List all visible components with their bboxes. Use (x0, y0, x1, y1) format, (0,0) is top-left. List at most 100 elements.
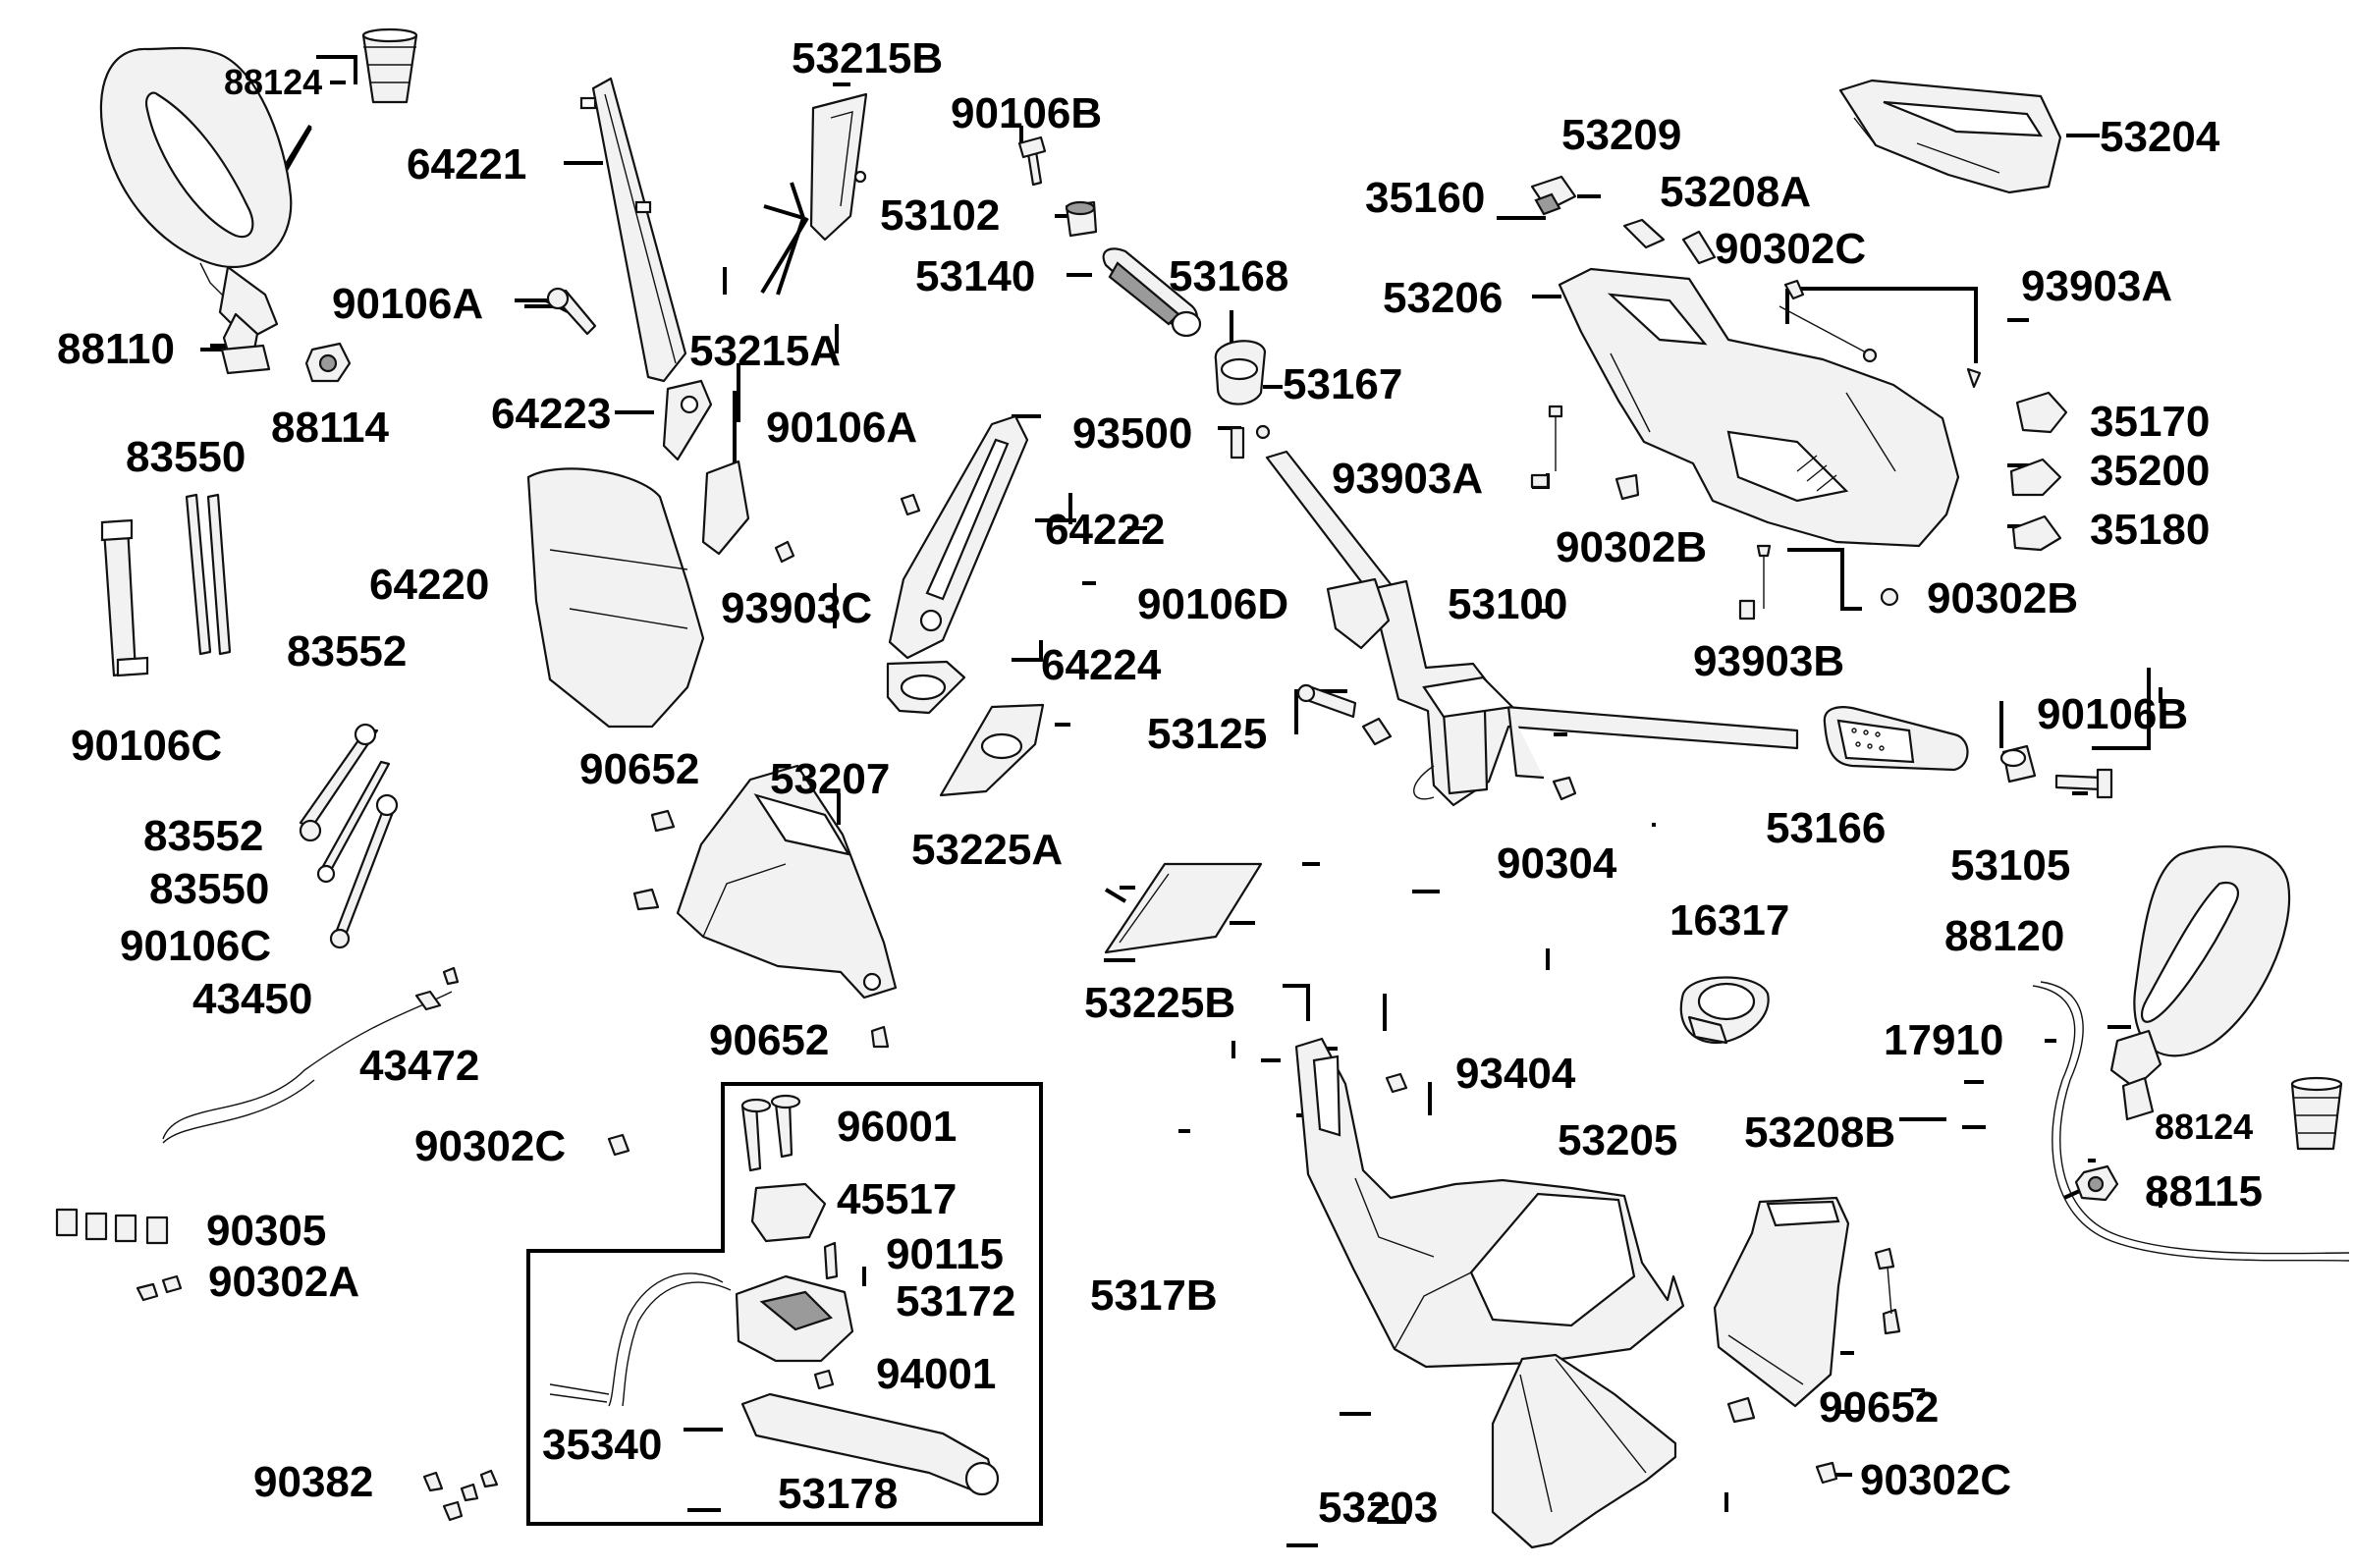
part-label-53167: 53167 (1283, 360, 1403, 408)
windscreen-64220-drawing (526, 467, 705, 729)
rear-cover-53206-drawing (1558, 267, 1960, 548)
part-label-53215B: 53215B (792, 34, 944, 82)
part-label-90302B-right: 90302B (1927, 574, 2079, 622)
screw-90302C-mid-drawing (607, 1133, 630, 1157)
part-label-88114: 88114 (271, 404, 389, 452)
part-label-90304: 90304 (1497, 839, 1617, 888)
part-label-53207: 53207 (770, 755, 891, 803)
part-label-53225B: 53225B (1084, 979, 1236, 1027)
part-label-53172: 53172 (896, 1277, 1016, 1325)
bush-53102-drawing (1065, 200, 1098, 238)
cover-53225A-drawing (939, 703, 1045, 797)
bolt-90106B-drawing (1017, 135, 1047, 187)
part-label-90106C-top: 90106C (71, 722, 223, 770)
screws-90652-drawing (632, 809, 890, 1049)
part-label-90106A-left: 90106A (332, 280, 484, 328)
rods-83550-drawing (100, 493, 232, 677)
screw-90302C-bottom-drawing (1815, 1461, 1838, 1485)
bush-53105-drawing (1999, 744, 2037, 784)
handlebar-53100-drawing (1265, 450, 1799, 807)
clamp-16317-drawing (1679, 976, 1770, 1045)
cover-53204-drawing (1838, 79, 2062, 194)
nut-90304-drawing (1552, 776, 1577, 801)
part-label-35180: 35180 (2090, 506, 2211, 554)
part-label-53206: 53206 (1383, 274, 1504, 322)
part-label-88110: 88110 (57, 325, 175, 373)
screw-93404-drawing (1385, 1072, 1408, 1094)
part-label-83552-top: 83552 (287, 627, 408, 676)
cap-53125-drawing (1361, 717, 1393, 746)
part-label-64220: 64220 (369, 561, 490, 609)
part-label-90106B-right: 90106B (2037, 690, 2189, 738)
screws-90382-drawing (422, 1469, 499, 1522)
part-label-88115: 88115 (2145, 1167, 2263, 1216)
part-label-16317: 16317 (1669, 896, 1790, 945)
lever-assembly-drawing (735, 1094, 1000, 1496)
part-label-83550-mid: 83550 (149, 865, 270, 913)
part-label-90652-left: 90652 (579, 745, 700, 793)
part-label-90302C-bottom: 90302C (1860, 1456, 2012, 1504)
bolt-90106D-drawing (1296, 683, 1357, 719)
part-label-35340: 35340 (542, 1421, 663, 1469)
clips-90305-drawing (55, 1208, 169, 1245)
nut-88115-drawing (2074, 1164, 2119, 1202)
screws-90302A-drawing (136, 1274, 183, 1302)
plate-53215B-drawing (809, 92, 868, 242)
part-label-53208B: 53208B (1744, 1108, 1896, 1157)
part-label-64224: 64224 (1041, 641, 1162, 689)
cable-43450-drawing (162, 966, 460, 1144)
part-label-83550-top: 83550 (126, 433, 246, 481)
mirror-right-drawing (2109, 845, 2291, 1121)
part-label-88124-top: 88124 (224, 62, 323, 102)
part-label-90106D: 90106D (1137, 580, 1289, 628)
part-label-64222: 64222 (1045, 506, 1166, 554)
panel-53208B-drawing (1713, 1196, 1850, 1408)
part-label-53208A: 53208A (1660, 168, 1812, 216)
part-label-53209: 53209 (1561, 111, 1682, 159)
part-label-90305: 90305 (206, 1207, 327, 1255)
part-label-53105: 53105 (1950, 841, 2071, 890)
switch-35170-drawing (2015, 391, 2068, 434)
part-label-90302C-mid: 90302C (414, 1122, 567, 1170)
part-label-93903A-mid: 93903A (1332, 455, 1484, 503)
part-label-93903C: 93903C (721, 584, 873, 632)
part-label-17910: 17910 (1884, 1016, 2004, 1064)
part-label-90302B-mid: 90302B (1556, 523, 1708, 571)
part-label-88124-right: 88124 (2155, 1107, 2254, 1147)
screw-93903C-drawing (774, 540, 795, 564)
part-label-90382: 90382 (253, 1458, 374, 1506)
front-cover-53203-drawing (1491, 1353, 1677, 1549)
assembly-box-5317B (526, 1082, 1043, 1526)
part-label-35200: 35200 (2090, 447, 2211, 495)
screws-93903A-drawing (1530, 405, 1563, 489)
gasket-64224-drawing (886, 660, 966, 715)
screw-93903B-drawing (1738, 544, 1772, 621)
part-label-88120: 88120 (1944, 912, 2065, 960)
part-label-53203: 53203 (1318, 1484, 1439, 1532)
connector-35160-drawing (1530, 175, 1577, 216)
part-label-90106B-top: 90106B (951, 89, 1103, 137)
part-label-90106A-mid: 90106A (766, 404, 918, 452)
switch-35200-drawing (2009, 458, 2062, 497)
part-label-94001: 94001 (876, 1350, 997, 1398)
part-label-35170: 35170 (2090, 398, 2211, 446)
cover-53225B-drawing (1104, 862, 1263, 954)
part-label-93404: 93404 (1455, 1050, 1576, 1098)
front-cover-53205-drawing (1294, 1037, 1685, 1369)
part-label-43472: 43472 (359, 1042, 480, 1090)
part-label-90652-right: 90652 (1819, 1383, 1940, 1432)
cable-35340-drawing (549, 1272, 732, 1407)
part-label-93903A-top: 93903A (2021, 262, 2173, 310)
screw-93500-drawing (1230, 424, 1271, 460)
cover-64222-drawing (888, 414, 1029, 660)
panel-64221-drawing (579, 77, 687, 383)
grip-53166-drawing (1823, 706, 1969, 772)
rubber-boot-88124-drawing (361, 27, 418, 104)
cable-17910-drawing (2032, 981, 2350, 1262)
clip-90302B-drawing (1614, 473, 1640, 501)
part-label-43450: 43450 (192, 975, 313, 1023)
part-label-5317B: 5317B (1090, 1271, 1218, 1320)
arrow-53225B (1104, 888, 1127, 903)
